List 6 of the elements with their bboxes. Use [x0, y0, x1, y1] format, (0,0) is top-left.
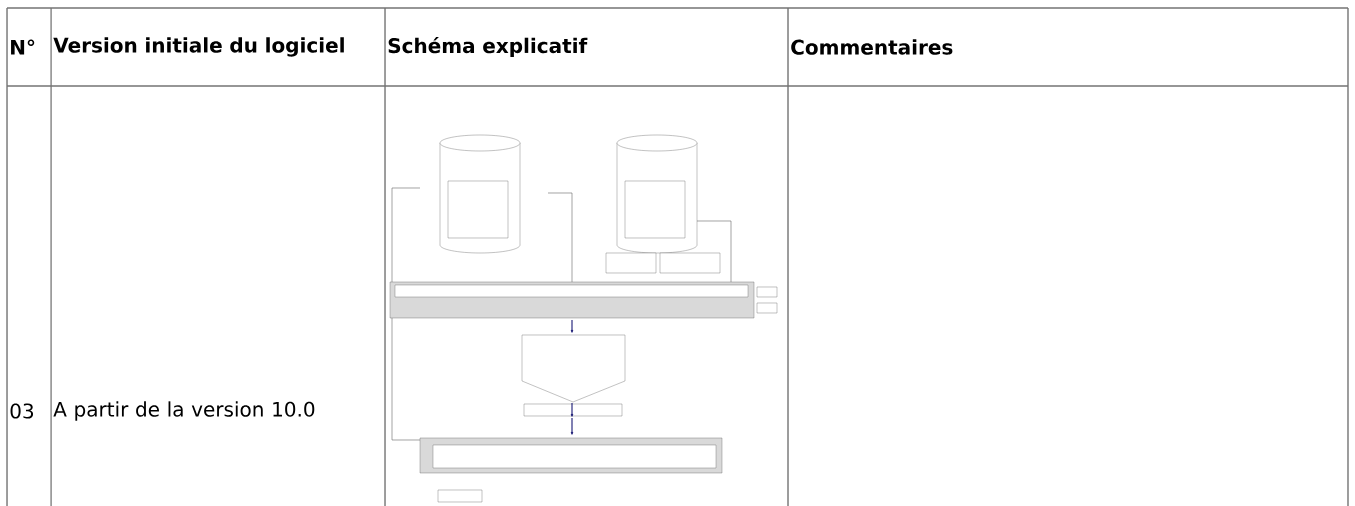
- table-header: N°: [11, 39, 35, 55]
- table-header: Commentaires: [791, 39, 953, 55]
- table-header: Version initiale du logiciel: [53, 37, 344, 57]
- table-cell-text: A partir de la version 10.0: [53, 401, 315, 421]
- table-header: Schéma explicatif: [388, 36, 588, 58]
- table-cell-text: 03: [10, 403, 34, 419]
